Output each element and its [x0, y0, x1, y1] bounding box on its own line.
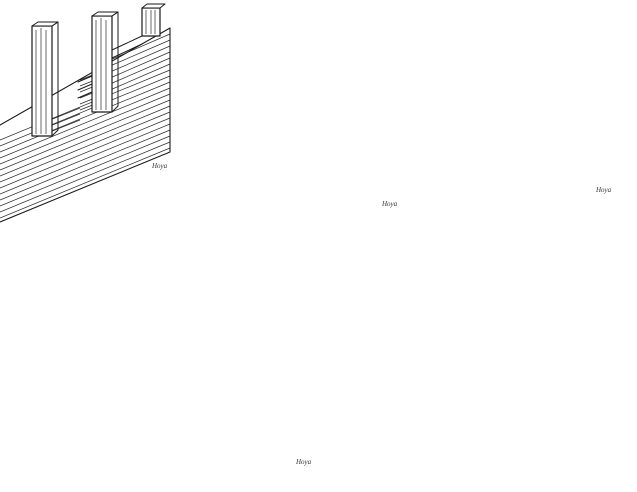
artist-signature: Hoya — [296, 458, 312, 466]
artist-signature: Hoya — [382, 200, 398, 208]
woven-wattle-fence-drawing — [0, 3, 171, 223]
artist-signature: Hoya — [152, 162, 168, 170]
artist-signature: Hoya — [596, 186, 612, 194]
